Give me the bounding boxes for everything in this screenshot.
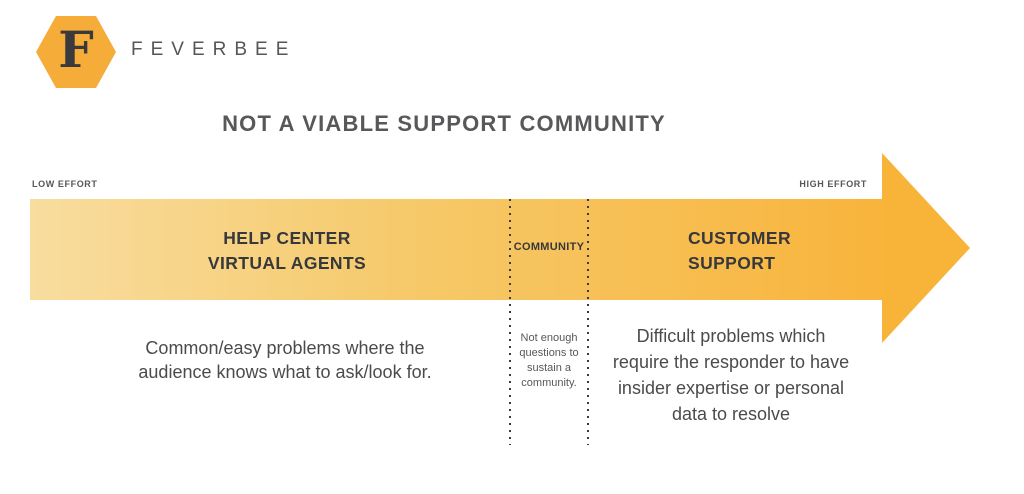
feverbee-hexagon-logo: F bbox=[36, 16, 116, 88]
brand-name: FEVERBEE bbox=[131, 39, 297, 60]
zone-label-customer-support: CUSTOMER SUPPORT bbox=[688, 228, 792, 273]
low-effort-label: LOW EFFORT bbox=[32, 179, 98, 189]
effort-gradient-band bbox=[30, 199, 882, 300]
high-effort-label: HIGH EFFORT bbox=[799, 179, 867, 189]
community-right-boundary bbox=[587, 199, 589, 445]
zone-description-help-center: Common/easy problems where the audience … bbox=[138, 338, 432, 382]
zone-label-community: COMMUNITY bbox=[513, 241, 585, 253]
community-left-boundary bbox=[509, 199, 511, 445]
arrow-head bbox=[882, 153, 970, 343]
zone-label-help-center: HELP CENTER VIRTUAL AGENTS bbox=[207, 228, 367, 273]
logo-letter-f: F bbox=[58, 20, 94, 79]
zone-description-customer-support: Difficult problems which require the res… bbox=[612, 326, 850, 424]
diagram-title: NOT A VIABLE SUPPORT COMMUNITY bbox=[222, 111, 666, 136]
zone-description-community: Not enough questions to sustain a commun… bbox=[519, 332, 579, 389]
